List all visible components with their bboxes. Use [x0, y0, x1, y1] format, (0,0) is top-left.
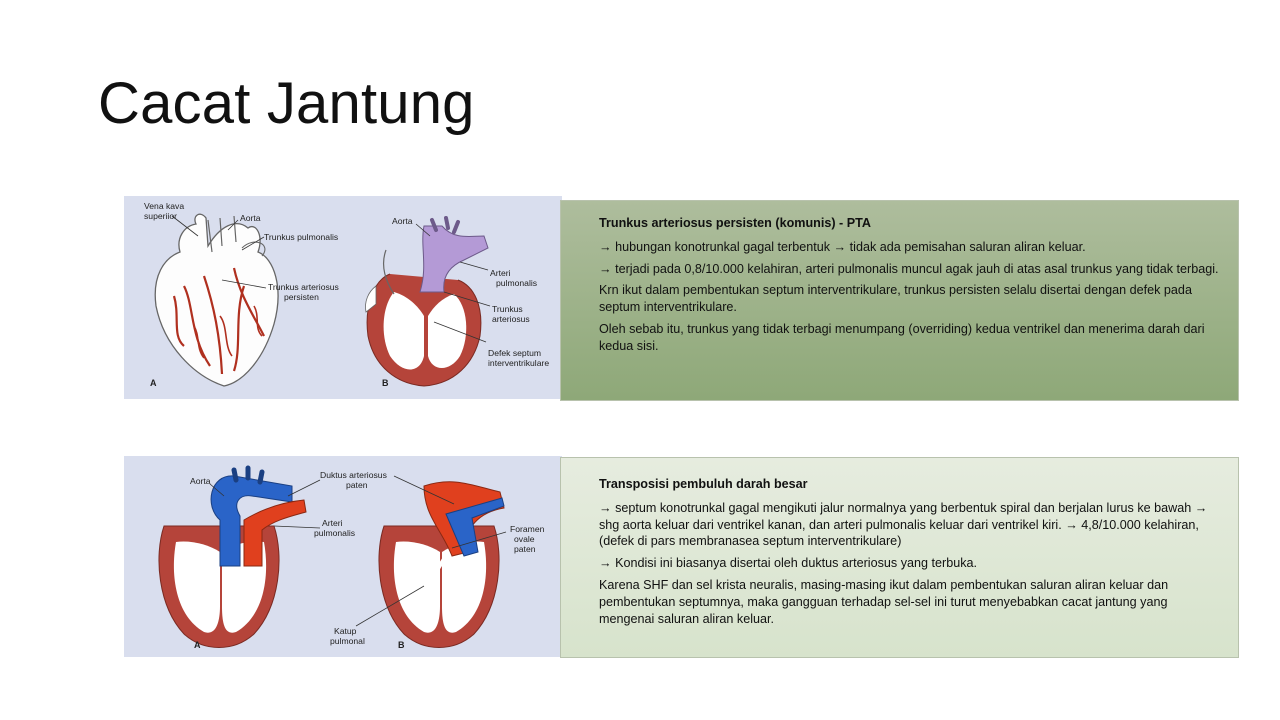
pta-paragraph: Oleh sebab itu, trunkus yang tidak terba…	[599, 321, 1205, 353]
transposition-figure: Aorta Duktus arteriosus paten Arteri pul…	[124, 456, 562, 657]
heart-exterior-illustration	[154, 213, 279, 387]
pta-figure: Vena kava superiior Aorta Trunkus pulmon…	[124, 196, 562, 399]
panel-label-b: B	[382, 378, 389, 388]
label-defek-septum: Defek septum	[488, 348, 541, 358]
label-foramen: Foramen	[510, 524, 545, 534]
heart-a-illustration	[158, 465, 307, 648]
label-pulmonal: pulmonal	[330, 636, 365, 646]
label-arteri: Arteri	[490, 268, 511, 278]
label-superior: superiior	[144, 211, 177, 221]
label-persisten: persisten	[284, 292, 319, 302]
transposition-paragraph: Karena SHF dan sel krista neuralis, masi…	[599, 577, 1169, 626]
label-aorta-b: Aorta	[392, 216, 413, 226]
label-interventrikulare: interventrikulare	[488, 358, 549, 368]
panel-label-a: A	[150, 378, 157, 388]
transposition-paragraph: → septum konotrunkal gagal mengikuti jal…	[599, 500, 1208, 549]
label-ovale: ovale	[514, 534, 535, 544]
label-pulmonalis: pulmonalis	[496, 278, 537, 288]
label-trunkus: Trunkus	[492, 304, 523, 314]
label-aorta-a: Aorta	[240, 213, 261, 223]
label-pulmonalis: pulmonalis	[314, 528, 355, 538]
label-katup: Katup	[334, 626, 357, 636]
heart-b-illustration	[378, 481, 505, 648]
panel-label-b: B	[398, 640, 405, 650]
panel-label-a: A	[194, 640, 201, 650]
label-arteriosus: arteriosus	[492, 314, 530, 324]
label-duktus: Duktus arteriosus	[320, 470, 387, 480]
label-foramen-paten: paten	[514, 544, 536, 554]
transposition-text-panel: Transposisi pembuluh darah besar → septu…	[560, 457, 1239, 658]
transposition-paragraph: → Kondisi ini biasanya disertai oleh duk…	[599, 556, 978, 571]
label-paten: paten	[346, 480, 368, 490]
label-arteri: Arteri	[322, 518, 343, 528]
label-trunkus-arteriosus: Trunkus arteriosus	[268, 282, 339, 292]
transposition-heading: Transposisi pembuluh darah besar	[599, 477, 808, 491]
label-aorta: Aorta	[190, 476, 211, 486]
slide-title: Cacat Jantung	[98, 71, 475, 136]
label-trunkus-pulmonalis: Trunkus pulmonalis	[264, 232, 338, 242]
pta-paragraph: Krn ikut dalam pembentukan septum interv…	[599, 283, 1192, 315]
pta-paragraph: → hubungan konotrunkal gagal terbentuk →…	[599, 239, 1086, 254]
pta-text-panel: Trunkus arteriosus persisten (komunis) -…	[560, 200, 1239, 401]
pta-heading: Trunkus arteriosus persisten (komunis) -…	[599, 216, 871, 230]
label-vena-kava: Vena kava	[144, 201, 184, 211]
heart-section-illustration	[365, 216, 489, 387]
pta-paragraph: → terjadi pada 0,8/10.000 kelahiran, art…	[599, 261, 1219, 276]
